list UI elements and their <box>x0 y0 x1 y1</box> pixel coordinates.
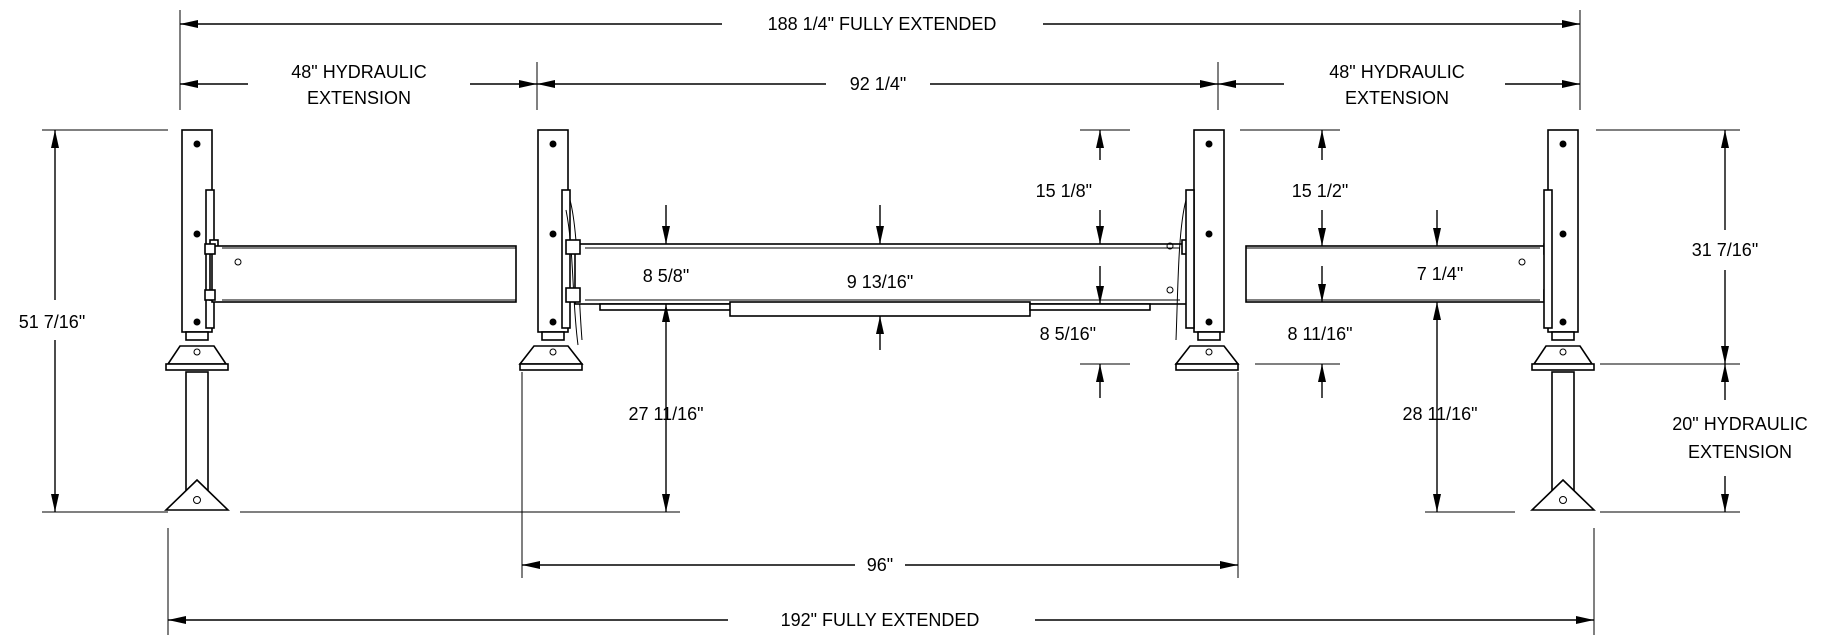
center-width-label: 92 1/4" <box>850 74 906 94</box>
dim-far-right: 31 7/16" 20" HYDRAULIC EXTENSION <box>1596 129 1808 513</box>
center-left-upright <box>518 129 584 371</box>
left-extension-line2: EXTENSION <box>307 88 411 108</box>
beam-height-center-label: 9 13/16" <box>847 272 913 292</box>
left-extension-beam <box>204 243 517 303</box>
floor-height-right-label: 28 11/16" <box>1402 404 1477 424</box>
leg-extension-line2: EXTENSION <box>1688 442 1792 462</box>
overall-extended-label: 188 1/4" FULLY EXTENDED <box>768 14 997 34</box>
dim-left-extension: 48" HYDRAULIC EXTENSION <box>180 62 538 110</box>
base-width-label: 96" <box>867 555 893 575</box>
left-upright <box>164 129 230 511</box>
dim-center-verticals: 15 1/8" 8 5/16" <box>1036 129 1130 398</box>
bottom-gap-center-label: 8 5/16" <box>1040 324 1096 344</box>
beam-offset-left-label: 8 5/8" <box>643 266 689 286</box>
bottom-gap-right-label: 8 11/16" <box>1287 324 1352 344</box>
left-extension-line1: 48" HYDRAULIC <box>291 62 426 82</box>
right-extension-line1: 48" HYDRAULIC <box>1329 62 1464 82</box>
overall-base-label: 192" FULLY EXTENDED <box>781 610 980 630</box>
center-main-beam <box>565 239 1197 317</box>
center-right-upright <box>1174 129 1240 371</box>
beam-height-right-label: 7 1/4" <box>1417 264 1463 284</box>
dim-overall-extended: 188 1/4" FULLY EXTENDED <box>179 10 1581 110</box>
dim-beam-right: 7 1/4" 28 11/16" <box>1402 210 1515 513</box>
dim-right-extension: 48" HYDRAULIC EXTENSION <box>1218 62 1580 108</box>
dim-right-verticals: 15 1/2" 8 11/16" <box>1240 129 1353 398</box>
dim-overall-height: 51 7/16" <box>19 129 168 513</box>
leg-extension-line1: 20" HYDRAULIC <box>1672 414 1807 434</box>
dim-base-width: 96" <box>521 372 1239 578</box>
right-extension-line2: EXTENSION <box>1345 88 1449 108</box>
overall-height-label: 51 7/16" <box>19 312 85 332</box>
floor-height-center-label: 27 11/16" <box>628 404 703 424</box>
top-gap-right-label: 15 1/2" <box>1292 181 1348 201</box>
upper-height-right-label: 31 7/16" <box>1692 240 1758 260</box>
dim-beam-center: 8 5/8" 9 13/16" 27 11/16" <box>240 205 913 513</box>
top-gap-center-label: 15 1/8" <box>1036 181 1092 201</box>
right-extension-beam <box>1245 243 1555 303</box>
dim-overall-base: 192" FULLY EXTENDED <box>167 528 1595 635</box>
dim-center-width: 92 1/4" <box>537 62 1219 110</box>
right-upright <box>1530 129 1596 511</box>
